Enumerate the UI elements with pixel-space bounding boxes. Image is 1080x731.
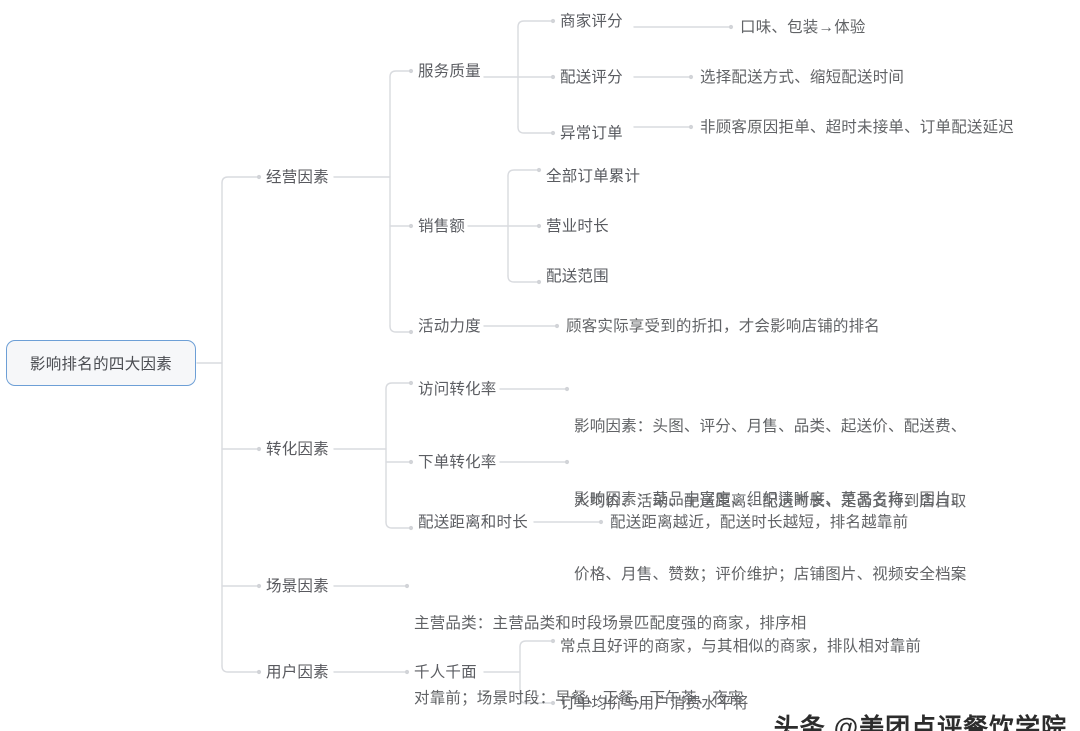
node-xiaoshoue[interactable]: 销售额 [418,218,466,235]
leaf-changjingyinsu-line2: 对靠前；场景时段：早餐、正餐、下午茶、夜宵 [414,690,744,707]
node-quanbudingdanleiji[interactable]: 全部订单累计 [546,168,641,185]
node-peisongpingfen[interactable]: 配送评分 [560,69,623,86]
leaf-xiadanzhuanhualv: 影响因素：菜品丰富度、组织清晰度、菜品名称、图片、 价格、月售、赞数；评价维护；… [574,437,967,637]
leaf-xiadanzhuanhualv-line2: 价格、月售、赞数；评价维护；店铺图片、视频安全档案 [574,566,967,583]
leaf-qianrenqianmian-2: 订单均价与用户消费水平将 [560,695,749,712]
branch-node-jingying[interactable]: 经营因素 [266,169,329,186]
root-node[interactable]: 影响排名的四大因素 [6,340,196,386]
node-huodonglidu[interactable]: 活动力度 [418,318,481,335]
branch-node-changjing[interactable]: 场景因素 [266,578,329,595]
leaf-fangwenzhuanhualv-line1: 影响因素：头图、评分、月售、品类、起送价、配送费、 [574,418,967,435]
leaf-fangwenzhuanhualv-line2: 人均价、活动、配送距离、配送时长、是否支持到店自取 [574,493,967,510]
leaf-huodonglidu: 顾客实际享受到的折扣，才会影响店铺的排名 [566,318,881,335]
leaf-fangwenzhuanhualv: 影响因素：头图、评分、月售、品类、起送价、配送费、 人均价、活动、配送距离、配送… [574,364,967,564]
leaf-peisongjulishichang: 配送距离越近，配送时长越短，排名越靠前 [610,514,909,531]
watermark: 头条 @美团点评餐饮学院 [742,683,1067,731]
node-yichangdingdan[interactable]: 异常订单 [560,125,623,142]
node-peisongfanwei[interactable]: 配送范围 [546,268,609,285]
node-yingyeshichang[interactable]: 营业时长 [546,218,609,235]
root-node-label: 影响排名的四大因素 [29,356,173,373]
node-fuwuzhiliang[interactable]: 服务质量 [418,63,481,80]
leaf-xiadanzhuanhualv-line1: 影响因素：菜品丰富度、组织清晰度、菜品名称、图片、 [574,491,967,508]
leaf-changjingyinsu: 主营品类：主营品类和时段场景匹配度强的商家，排序相 对靠前；场景时段：早餐、正餐… [414,561,807,731]
node-peisongjulishichang[interactable]: 配送距离和时长 [418,514,528,531]
leaf-yichangdingdan: 非顾客原因拒单、超时未接单、订单配送延迟 [700,119,1015,136]
node-shangjiapingfen[interactable]: 商家评分 [560,13,623,30]
leaf-peisongpingfen: 选择配送方式、缩短配送时间 [700,69,905,86]
node-qianrenqianmian[interactable]: 千人千面 [414,664,477,681]
leaf-qianrenqianmian-1: 常点且好评的商家，与其相似的商家，排队相对靠前 [560,638,922,655]
leaf-shangjiapingfen: 口味、包装→体验 [740,19,866,36]
node-fangwenzhuanhualv[interactable]: 访问转化率 [418,381,497,398]
branch-node-zhuanhua[interactable]: 转化因素 [266,441,329,458]
watermark-text: 头条 @美团点评餐饮学院 [773,714,1068,731]
node-xiadanzhuanhualv[interactable]: 下单转化率 [418,454,497,471]
branch-node-yonghu[interactable]: 用户因素 [266,664,329,681]
leaf-changjingyinsu-line1: 主营品类：主营品类和时段场景匹配度强的商家，排序相 [414,615,807,632]
